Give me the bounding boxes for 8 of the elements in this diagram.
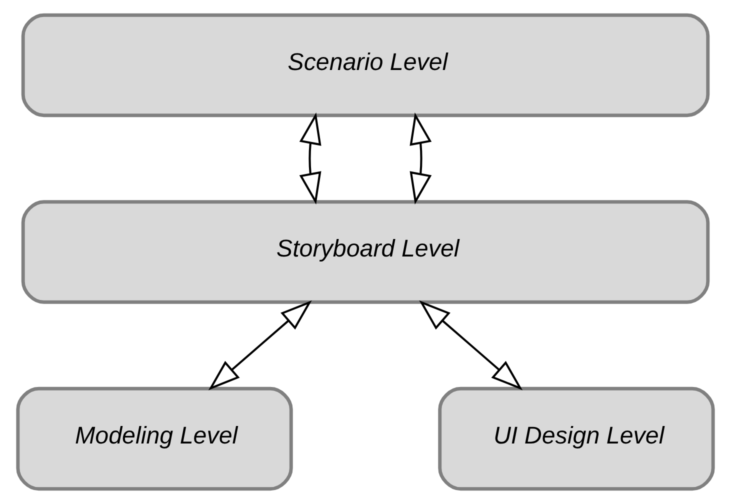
- node-box: UI Design Level: [438, 386, 715, 491]
- node-box: Scenario Level: [21, 13, 710, 118]
- arrow: [410, 112, 432, 204]
- node-box: Modeling Level: [16, 386, 293, 491]
- arrow: [208, 300, 312, 390]
- node-box: Storyboard Level: [21, 200, 710, 304]
- arrow: [299, 112, 322, 204]
- arrow: [419, 300, 523, 390]
